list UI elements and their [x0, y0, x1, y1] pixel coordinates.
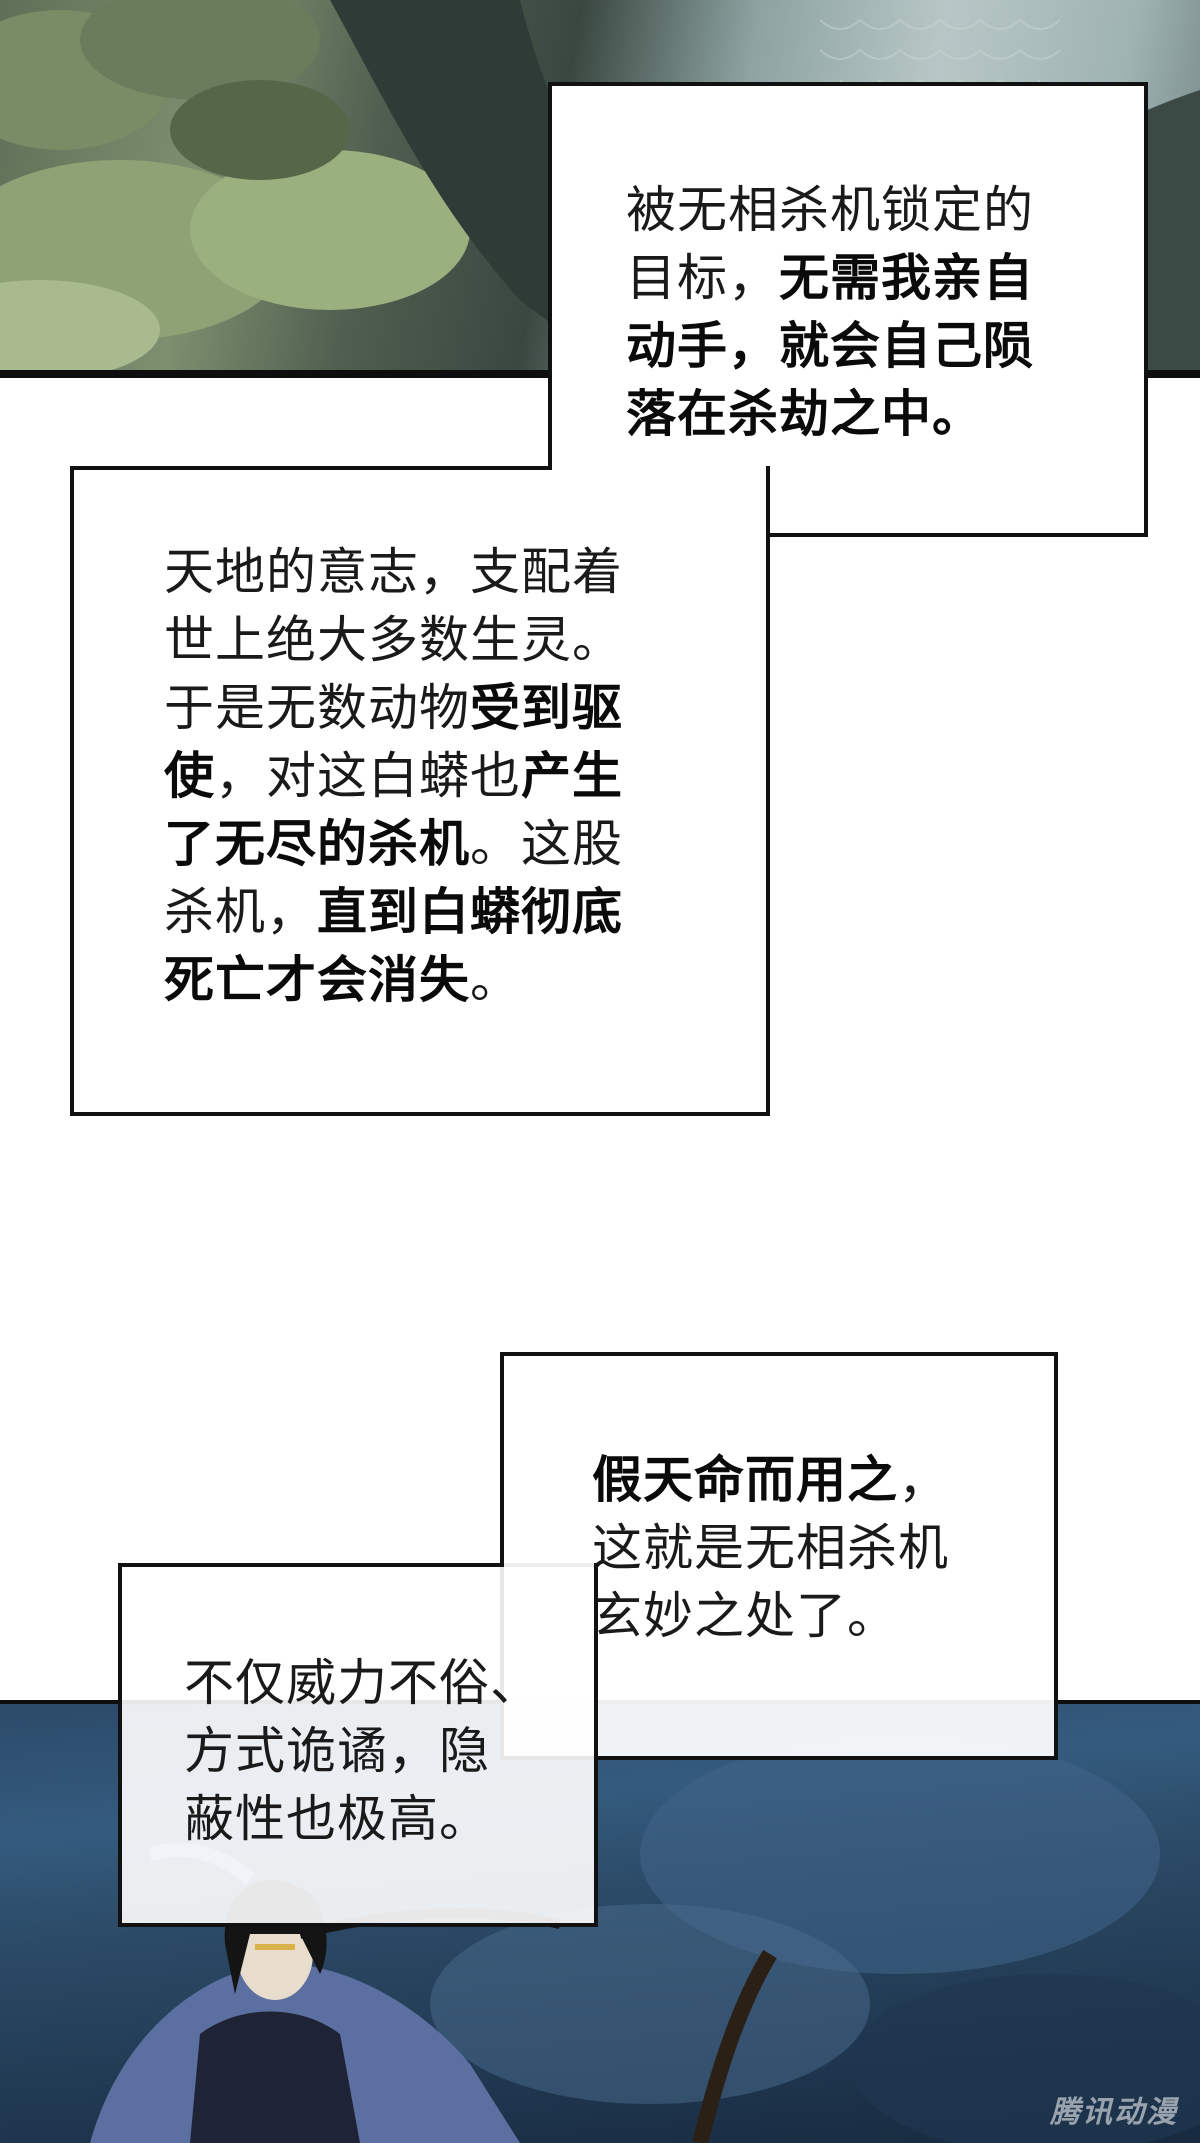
moss-rock [0, 280, 160, 376]
scale-texture [819, 18, 1061, 90]
watermark: 腾讯动漫 [1050, 2095, 1178, 2130]
caption-line: 目标，无需我亲自 [626, 244, 1034, 312]
box-join-cover [552, 462, 766, 470]
moss-rock [80, 0, 320, 100]
bottom-scene-art [90, 1734, 1200, 2143]
caption-line: 了无尽的杀机。这股 [164, 810, 623, 878]
caption-segment: 蔽性也极高。 [184, 1790, 490, 1848]
caption-line: 死亡才会消失。 [164, 946, 623, 1014]
caption-segment: 被无相杀机锁定的 [626, 181, 1034, 239]
mist [850, 1974, 1200, 2143]
figure-inner-robe [190, 2011, 360, 2143]
caption-line: 天地的意志，支配着 [164, 538, 623, 606]
caption-segment-bold: 产生 [521, 747, 623, 805]
narration-box-2: 天地的意志，支配着世上绝大多数生灵。于是无数动物受到驱使，对这白蟒也产生了无尽的… [70, 466, 770, 1116]
caption-segment: 。这股 [470, 815, 623, 873]
caption-segment-bold: 无需我亲自 [779, 249, 1034, 307]
bottom-scene-panel: 腾讯动漫 [0, 1704, 1200, 2143]
caption-line: 于是无数动物受到驱 [164, 674, 623, 742]
caption-line: 方式诡谲，隐 [184, 1717, 541, 1785]
caption-segment: 这就是无相杀机 [592, 1519, 949, 1577]
narration-text-2: 天地的意志，支配着世上绝大多数生灵。于是无数动物受到驱使，对这白蟒也产生了无尽的… [164, 538, 623, 1014]
caption-segment-bold: 假天命而用之 [592, 1451, 898, 1509]
caption-line: 世上绝大多数生灵。 [164, 606, 623, 674]
narration-text-1: 被无相杀机锁定的目标，无需我亲自动手，就会自己陨落在杀劫之中。 [626, 176, 1034, 448]
caption-line: 动手，就会自己陨 [626, 312, 1034, 380]
caption-line: 蔽性也极高。 [184, 1785, 541, 1853]
caption-line: 落在杀劫之中。 [626, 380, 1034, 448]
caption-segment: 杀机， [164, 883, 317, 941]
caption-segment-bold: 死亡才会消失 [164, 951, 470, 1009]
caption-line: 杀机，直到白蟒彻底 [164, 878, 623, 946]
mist [430, 1904, 870, 2104]
caption-segment: 世上绝大多数生灵。 [164, 611, 623, 669]
narration-text-4: 不仅威力不俗、方式诡谲，隐蔽性也极高。 [184, 1649, 541, 1853]
caption-line: 被无相杀机锁定的 [626, 176, 1034, 244]
caption-segment: 方式诡谲，隐 [184, 1722, 490, 1780]
caption-line: 这就是无相杀机 [592, 1514, 949, 1582]
caption-segment: ， [898, 1451, 949, 1509]
caption-segment-bold: 动手，就会自己陨 [626, 317, 1034, 375]
moss-rock [190, 150, 470, 310]
caption-line: 玄妙之处了。 [592, 1582, 949, 1650]
mist [640, 1734, 1160, 1974]
caption-segment-bold: 直到白蟒彻底 [317, 883, 623, 941]
moss-rock [170, 80, 350, 180]
caption-segment-bold: 落在杀劫之中。 [626, 385, 983, 443]
caption-line: 不仅威力不俗、 [184, 1649, 541, 1717]
box-join-cover [504, 1559, 594, 1567]
narration-box-4: 不仅威力不俗、方式诡谲，隐蔽性也极高。 [118, 1563, 598, 1927]
caption-segment: 玄妙之处了。 [592, 1587, 898, 1645]
caption-segment-bold: 受到驱 [470, 679, 623, 737]
caption-segment-bold: 使 [164, 747, 215, 805]
narration-box-1: 被无相杀机锁定的目标，无需我亲自动手，就会自己陨落在杀劫之中。 [548, 82, 1148, 537]
caption-segment: 目标， [626, 249, 779, 307]
caption-segment: 不仅威力不俗、 [184, 1654, 541, 1712]
caption-line: 假天命而用之， [592, 1446, 949, 1514]
gold-circlet [255, 1944, 295, 1950]
caption-segment: 天地的意志，支配着 [164, 543, 623, 601]
caption-segment-bold: 了无尽的杀机 [164, 815, 470, 873]
caption-segment: 于是无数动物 [164, 679, 470, 737]
caption-segment: 。 [470, 951, 521, 1009]
dark-staff [692, 1949, 777, 2143]
caption-line: 使，对这白蟒也产生 [164, 742, 623, 810]
narration-text-3: 假天命而用之，这就是无相杀机玄妙之处了。 [592, 1446, 949, 1650]
caption-segment: ，对这白蟒也 [215, 747, 521, 805]
